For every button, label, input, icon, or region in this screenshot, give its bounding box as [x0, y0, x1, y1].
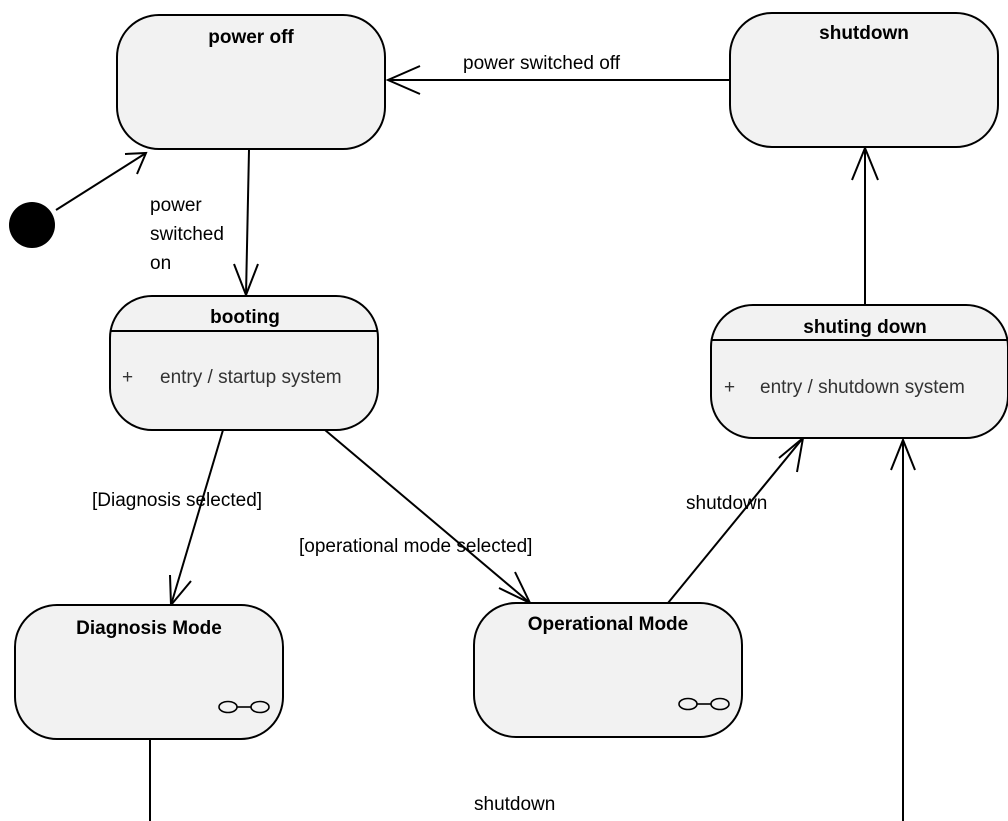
state-shuting-down-action-marker: + [724, 377, 735, 398]
label-power-switched-on-line1: power [150, 195, 202, 216]
label-power-switched-on-line3: on [150, 253, 171, 274]
state-shuting-down-title: shuting down [803, 317, 926, 338]
state-operational-mode-title: Operational Mode [528, 614, 688, 635]
state-shutdown[interactable]: shutdown [729, 12, 999, 148]
transition-power-switched-off [385, 65, 730, 95]
state-booting-entry-action: entry / startup system [160, 367, 342, 388]
state-diagnosis-mode-title: Diagnosis Mode [76, 618, 222, 639]
label-shutdown-from-operational: shutdown [686, 493, 767, 514]
label-diagnosis-selected: [Diagnosis selected] [92, 490, 262, 511]
state-power-off-title: power off [208, 27, 294, 48]
state-shutdown-title: shutdown [819, 23, 909, 44]
transition-shuting-down-to-shutdown [851, 145, 879, 305]
state-booting[interactable]: booting + entry / startup system [109, 295, 379, 431]
initial-node[interactable] [9, 202, 55, 248]
transition-shutdown-from-operational [667, 435, 805, 604]
transition-shutdown-from-diagnosis [149, 437, 916, 821]
label-power-switched-off: power switched off [463, 53, 621, 74]
state-booting-action-marker: + [122, 367, 133, 388]
label-power-switched-on-line2: switched [150, 224, 224, 245]
transition-power-switched-on [233, 149, 259, 298]
transition-diagnosis-selected [169, 429, 224, 608]
transition-initial-to-power-off [55, 151, 148, 211]
state-shuting-down-entry-action: entry / shutdown system [760, 377, 965, 398]
state-power-off[interactable]: power off [116, 14, 386, 150]
submachine-icon [218, 700, 270, 714]
state-operational-mode[interactable]: Operational Mode [473, 602, 743, 738]
label-operational-mode-selected: [operational mode selected] [299, 536, 532, 557]
label-shutdown-from-diagnosis: shutdown [474, 794, 555, 815]
state-diagnosis-mode[interactable]: Diagnosis Mode [14, 604, 284, 740]
transition-operational-mode-selected [324, 429, 533, 606]
state-booting-title: booting [210, 307, 280, 328]
submachine-icon [678, 697, 730, 711]
state-shuting-down[interactable]: shuting down + entry / shutdown system [710, 304, 1008, 439]
